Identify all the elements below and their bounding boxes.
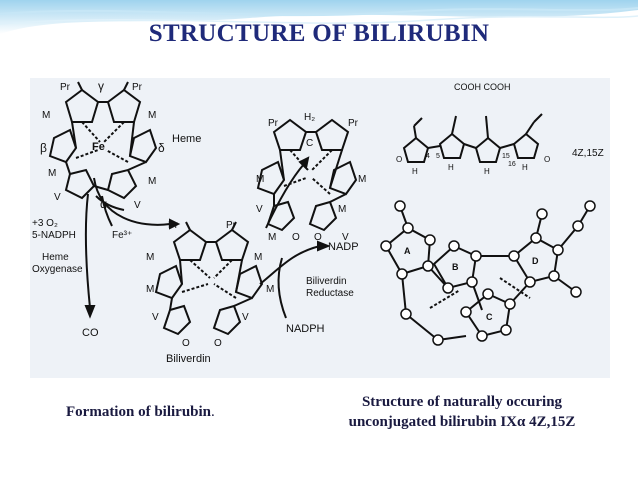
slide-header-background <box>0 0 638 70</box>
beta-label: β <box>40 141 47 155</box>
bv-m2: M <box>254 252 262 263</box>
br-m: M <box>256 174 264 185</box>
biliverdin-label: Biliverdin <box>166 353 211 365</box>
lb-o2: O <box>544 155 550 164</box>
ring-a-label: A <box>404 246 411 256</box>
biliverdin-structure <box>154 221 264 336</box>
bv-m3: M <box>146 284 154 295</box>
br-o2: O <box>314 232 322 243</box>
nadph-label: NADPH <box>286 323 325 335</box>
bv-m4: M <box>266 284 274 295</box>
bv-v: V <box>152 312 159 323</box>
arrow-to-biliverdin <box>93 177 171 226</box>
h2-label: H₂ <box>304 112 315 123</box>
o2-label: +3 O₂ <box>32 218 58 229</box>
heme-m4: M <box>148 176 156 187</box>
br-m3: M <box>338 204 346 215</box>
caption-structure-line2: unconjugated bilirubin IXα 4Z,15Z <box>348 414 576 430</box>
br-m4: M <box>268 232 276 243</box>
br-v: V <box>256 204 263 215</box>
br-m2: M <box>358 174 366 185</box>
alpha-label: α <box>100 197 107 211</box>
caption-structure-line1: Structure of naturally occuring <box>361 394 563 410</box>
lb-h2: H <box>448 163 454 172</box>
lb-n15: 15 <box>502 153 510 160</box>
delta-label: δ <box>158 141 165 155</box>
bilirubin-diagram: Pr Pr γ M M β δ Fe Heme M M V V α Fe³⁺ +… <box>30 78 610 378</box>
caption-formation: Formation of bilirubin. <box>66 402 215 422</box>
heme-m2: M <box>148 110 156 121</box>
bv-m: M <box>146 252 154 263</box>
cooh-label: COOH COOH <box>454 82 511 92</box>
br-v2: V <box>342 232 349 243</box>
bv-v2: V <box>242 312 249 323</box>
lb-h3: H <box>484 167 490 176</box>
arrow-to-nadp <box>259 245 321 285</box>
slide-title: STRUCTURE OF BILIRUBIN <box>148 20 490 47</box>
isomer-label: 4Z,15Z <box>572 148 604 159</box>
fe-label: Fe <box>92 141 105 153</box>
heme-m: M <box>42 110 50 121</box>
heme-oxygenase-line1: Heme <box>42 252 69 263</box>
heme-v2: V <box>134 200 141 211</box>
ring-d-label: D <box>532 256 539 266</box>
bv-o: O <box>182 338 190 349</box>
bv-pr-left: Pr <box>168 220 179 231</box>
fe3-label: Fe³⁺ <box>112 230 132 241</box>
lb-n5: 5 <box>436 153 440 160</box>
bv-pr-right: Pr <box>226 220 237 231</box>
heme-pr-right: Pr <box>132 82 143 93</box>
bilirubin-structure <box>256 118 358 232</box>
header-wave-graphic <box>0 0 638 34</box>
br-pr: Pr <box>268 118 279 129</box>
ring-b-label: B <box>452 262 459 272</box>
heme-v: V <box>54 192 61 203</box>
ring-c-label: C <box>486 312 493 322</box>
co-label: CO <box>82 327 99 339</box>
model-atoms <box>380 200 596 346</box>
lb-n4: 4 <box>426 153 430 160</box>
br-o: O <box>292 232 300 243</box>
caption-formation-period: . <box>211 404 215 420</box>
lb-h1: H <box>412 167 418 176</box>
bv-reductase-line1: Biliverdin <box>306 276 347 287</box>
bv-reductase-line2: Reductase <box>306 288 354 299</box>
heme-structure <box>48 81 158 200</box>
arrow-to-bilirubin <box>265 163 305 229</box>
caption-structure: Structure of naturally occuring unconjug… <box>292 392 632 432</box>
gamma-label: γ <box>98 79 104 93</box>
heme-pr-left: Pr <box>60 82 71 93</box>
linear-bilirubin-structure <box>402 113 543 163</box>
heme-label: Heme <box>172 133 201 145</box>
lb-n16: 16 <box>508 161 516 168</box>
br-pr2: Pr <box>348 118 359 129</box>
nadp-label: NADP <box>328 241 359 253</box>
heme-m3: M <box>48 168 56 179</box>
lb-h4: H <box>522 163 528 172</box>
reaction-scheme: Pr Pr γ M M β δ Fe Heme M M V V α Fe³⁺ +… <box>32 79 604 365</box>
nadph5-label: 5-NADPH <box>32 230 76 241</box>
lb-o: O <box>396 155 402 164</box>
bv-o2: O <box>214 338 222 349</box>
heme-oxygenase-line2: Oxygenase <box>32 264 83 275</box>
br-c: C <box>306 138 313 149</box>
arrow-to-co <box>84 193 91 309</box>
caption-formation-text: Formation of bilirubin <box>66 404 212 420</box>
